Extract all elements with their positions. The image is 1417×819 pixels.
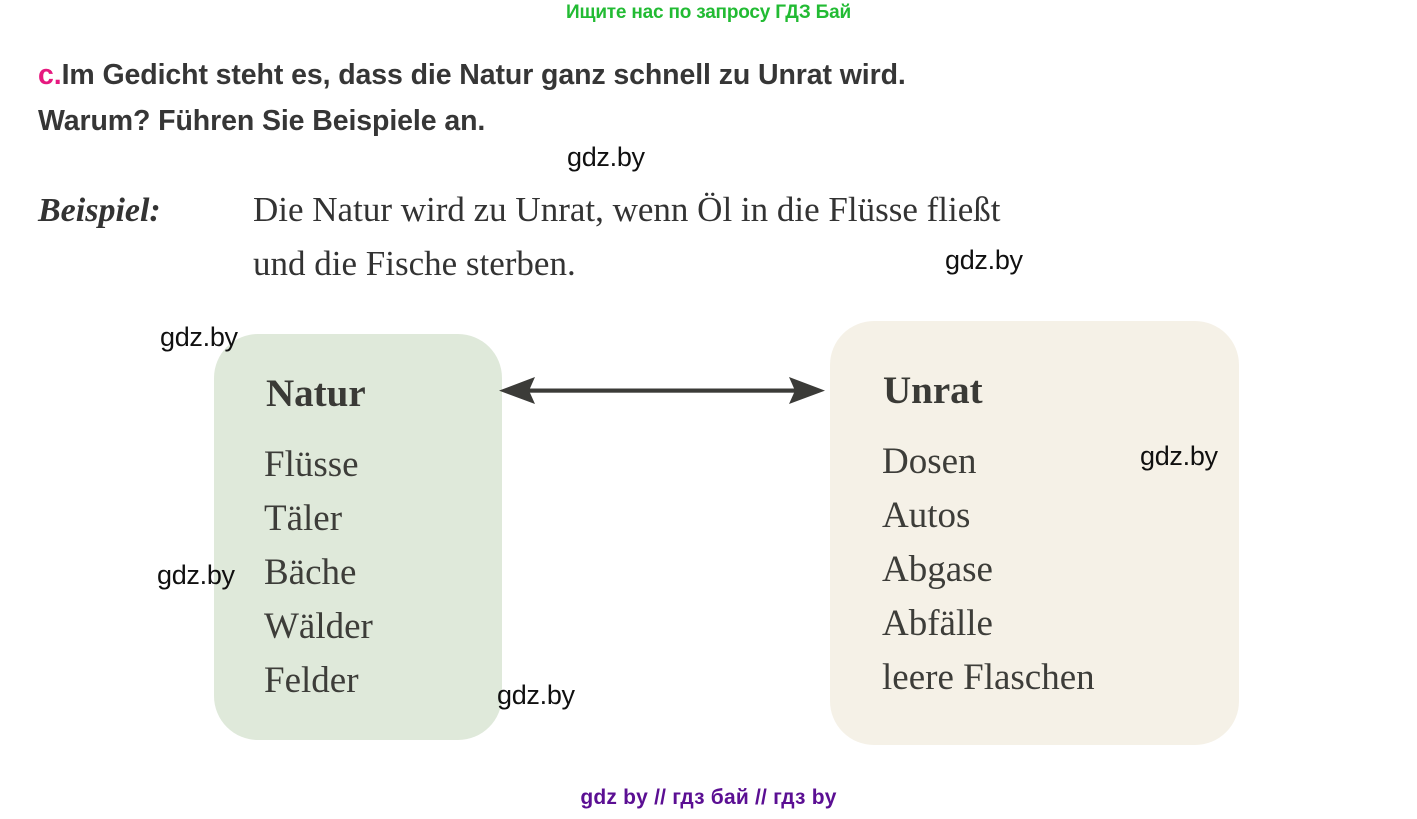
double-arrow-icon <box>499 377 825 404</box>
watermark: gdz.by <box>157 560 235 590</box>
list-item: Täler <box>264 498 343 539</box>
list-item: Flüsse <box>264 444 359 485</box>
list-item: Felder <box>264 660 359 701</box>
unrat-box-title: Unrat <box>883 369 983 412</box>
list-item: leere Flaschen <box>882 657 1095 698</box>
double-arrow-connector <box>497 372 827 410</box>
task-heading: c.Im Gedicht steht es, dass die Natur ga… <box>38 52 1383 144</box>
footer-branding: gdz by // гдз бай // гдз by <box>580 786 837 809</box>
unrat-box: Unrat Dosen Autos Abgase Abfälle leere F… <box>830 321 1239 745</box>
example-sentence-line-1: Die Natur wird zu Unrat, wenn Öl in die … <box>253 190 1001 229</box>
natur-box-list: Flüsse Täler Bäche Wälder Felder <box>264 438 373 708</box>
example-sentence-line-2: und die Fische sterben. <box>253 244 576 283</box>
natur-box-title: Natur <box>266 372 366 415</box>
task-heading-line-2: Warum? Führen Sie Beispiele an. <box>38 105 486 137</box>
example-block: Beispiel: Die Natur wird zu Unrat, wenn … <box>38 183 1388 283</box>
unrat-box-list: Dosen Autos Abgase Abfälle leere Flasche… <box>882 435 1095 705</box>
watermark: gdz.by <box>1140 441 1218 471</box>
watermark: gdz.by <box>497 680 575 710</box>
list-item: Bäche <box>264 552 357 593</box>
list-item: Dosen <box>882 441 977 482</box>
list-item: Autos <box>882 495 971 536</box>
promo-banner: Ищите нас по запросу ГДЗ Бай <box>566 2 851 23</box>
watermark: gdz.by <box>945 245 1023 275</box>
task-marker: c. <box>38 59 62 91</box>
task-heading-line-1: Im Gedicht steht es, dass die Natur ganz… <box>61 59 906 91</box>
natur-box: Natur Flüsse Täler Bäche Wälder Felder <box>214 334 502 740</box>
list-item: Abgase <box>882 549 993 590</box>
list-item: Wälder <box>264 606 373 647</box>
list-item: Abfälle <box>882 603 993 644</box>
watermark: gdz.by <box>567 142 645 172</box>
example-label: Beispiel: <box>38 192 161 229</box>
watermark: gdz.by <box>160 322 238 352</box>
